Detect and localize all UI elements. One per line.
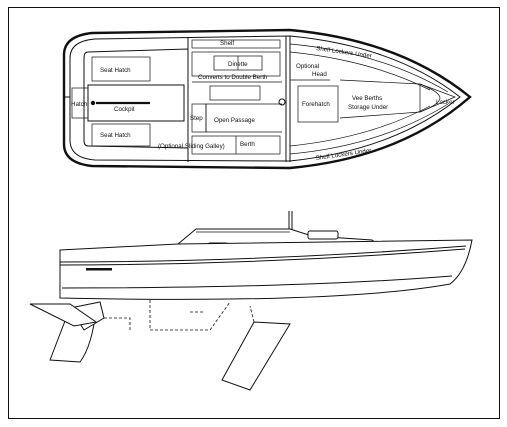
mast-step (278, 98, 286, 106)
forehatch-outline (297, 85, 339, 123)
seat-hatch-bottom-outline (91, 123, 151, 147)
label-optional-head-1: Optional (296, 63, 319, 70)
seat-hatch-top-outline (91, 56, 151, 82)
label-shelf: Shelf (220, 40, 234, 47)
plan-hull-outline (62, 28, 472, 170)
keel-fin (221, 321, 291, 391)
label-sliding-galley: (Optional Sliding Galley) (158, 143, 225, 150)
label-seat-hatch-top: Seat Hatch (100, 67, 131, 74)
label-seat-hatch-bottom: Seat Hatch (100, 132, 131, 139)
keel-outline-dashed (149, 300, 231, 331)
label-cockpit: Cockpit (114, 106, 135, 113)
label-locker: Locker (436, 99, 455, 106)
plan-hull-inner (69, 35, 461, 162)
plan-view (62, 28, 472, 170)
label-vee-berths-2: Storage Under (348, 104, 388, 111)
diagram-border (8, 7, 500, 419)
label-berth: Berth (240, 141, 255, 148)
label-step: Step (190, 115, 203, 122)
label-hatch: Hatch (71, 101, 88, 108)
profile-view (29, 211, 473, 391)
profile-hull (59, 239, 473, 300)
label-optional-head-2: Head (312, 71, 327, 78)
label-converts: Converts to Double Berth (198, 74, 268, 81)
label-shelf-lockers-top: Shelf Lockers Under (316, 45, 372, 60)
label-vee-berths-1: Vee Berths (352, 95, 382, 102)
label-forehatch: Forehatch (302, 101, 330, 108)
label-open-passage: Open Passage (214, 117, 255, 124)
label-dinette: Dinette (228, 61, 248, 68)
